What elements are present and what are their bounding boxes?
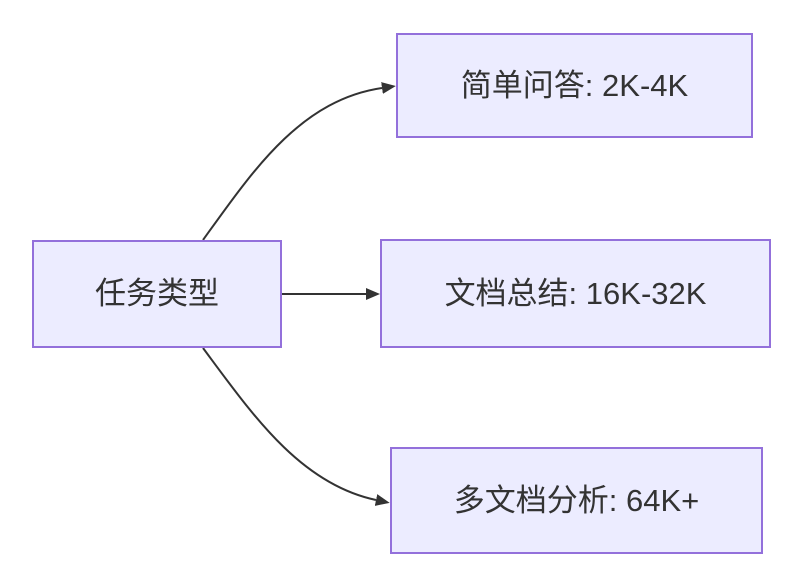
node-doc-summary: 文档总结: 16K-32K (380, 239, 771, 348)
node-multi-doc-analysis-label: 多文档分析: 64K+ (453, 482, 700, 518)
node-task-type: 任务类型 (32, 240, 282, 348)
node-multi-doc-analysis: 多文档分析: 64K+ (390, 447, 763, 554)
edge-root-to-simple-qa (202, 82, 396, 241)
edge-root-to-multi-doc (202, 347, 390, 506)
node-simple-qa-label: 简单问答: 2K-4K (460, 67, 689, 103)
node-doc-summary-label: 文档总结: 16K-32K (444, 275, 707, 311)
node-simple-qa: 简单问答: 2K-4K (396, 33, 753, 138)
node-task-type-label: 任务类型 (95, 276, 219, 312)
